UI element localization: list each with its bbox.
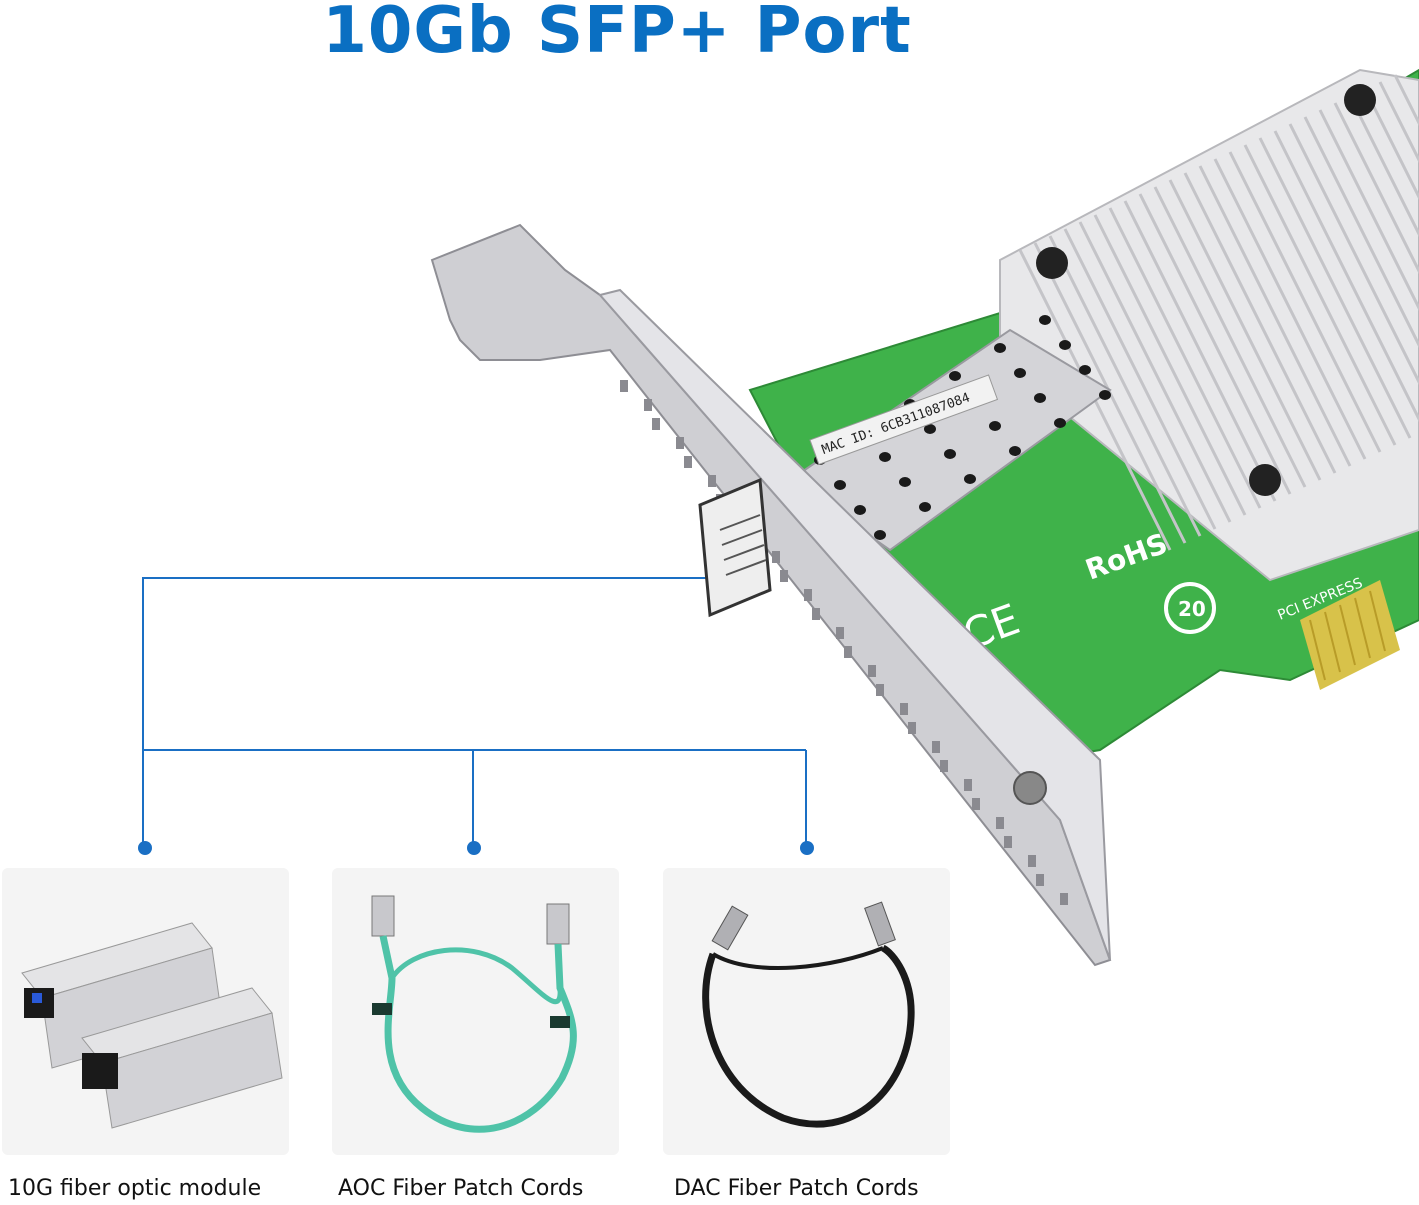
bracket-screw xyxy=(1013,771,1047,805)
heatsink-screw xyxy=(1344,84,1376,116)
bracket-vent xyxy=(844,646,852,658)
cage-vent xyxy=(1039,315,1051,325)
aoc-cable-icon xyxy=(371,895,577,1133)
bracket-vent xyxy=(940,760,948,772)
bracket-vent xyxy=(804,589,812,601)
option-panel-module xyxy=(2,868,289,1155)
heatsink-fin xyxy=(1378,81,1419,164)
env-mark xyxy=(1164,582,1216,634)
bracket-vent xyxy=(972,798,980,810)
sfp-module-icon xyxy=(21,922,283,1129)
cage-vent xyxy=(1099,390,1111,400)
heatsink-fin xyxy=(1363,88,1419,201)
heatsink-fin xyxy=(1138,193,1292,495)
heatsink-fin xyxy=(1273,130,1419,423)
bracket-vent xyxy=(932,741,940,753)
heatsink-fin xyxy=(1123,200,1277,502)
heatsink-fin xyxy=(1048,235,1202,537)
bracket-vent xyxy=(780,570,788,582)
bracket-vent xyxy=(620,380,628,392)
cage-vent xyxy=(879,452,891,462)
cage-vent xyxy=(944,449,956,459)
heatsink-fin xyxy=(1228,151,1382,453)
bracket-vent xyxy=(772,551,780,563)
cage-vent xyxy=(1009,446,1021,456)
heatsink-fin xyxy=(1168,179,1322,481)
sfp-port xyxy=(698,477,772,618)
cage-vent xyxy=(994,343,1006,353)
heatsink-fin xyxy=(1213,158,1367,460)
heatsink-fin xyxy=(1198,165,1352,467)
bracket-vent xyxy=(908,722,916,734)
connector-dot-module xyxy=(138,841,152,855)
heatsink-fin xyxy=(1063,228,1217,530)
heatsink-fin xyxy=(1108,207,1262,509)
bracket-vent xyxy=(964,779,972,791)
env-mark-text: 20 xyxy=(1178,597,1206,621)
bracket-vent xyxy=(684,456,692,468)
bracket-vent xyxy=(1060,893,1068,905)
bracket-vent xyxy=(836,627,844,639)
page-title: 10Gb SFP+ Port xyxy=(322,0,912,68)
bracket-vent xyxy=(644,399,652,411)
connector-dot-dac xyxy=(800,841,814,855)
bracket-vent xyxy=(708,475,716,487)
network-card-illustration: MAC ID: 6CB311087084 RoHS CE PCI EXPRESS… xyxy=(430,68,1419,967)
cage-vent xyxy=(1079,365,1091,375)
caption-dac: DAC Fiber Patch Cords xyxy=(674,1176,919,1201)
dac-cable-icon xyxy=(702,901,915,1128)
bracket-vent xyxy=(1004,836,1012,848)
heatsink-fin xyxy=(1243,144,1397,446)
cage-vent xyxy=(989,421,1001,431)
heatsink-fin xyxy=(1288,123,1419,386)
option-panel-aoc xyxy=(332,868,619,1155)
cage-vent xyxy=(1059,340,1071,350)
heatsink-fin xyxy=(1348,95,1419,238)
cage-vent xyxy=(874,530,886,540)
cage-vent xyxy=(854,505,866,515)
bracket-vent xyxy=(876,684,884,696)
pci-bracket xyxy=(430,223,1112,967)
heatsink-fin xyxy=(1153,186,1307,488)
cage-vent xyxy=(949,371,961,381)
cage-vent xyxy=(1034,393,1046,403)
bracket-vent xyxy=(652,418,660,430)
cage-vent xyxy=(964,474,976,484)
heatsink-fin xyxy=(1078,221,1232,523)
cage-vent xyxy=(1054,418,1066,428)
heatsink-fin xyxy=(1318,109,1419,312)
bracket-vent xyxy=(676,437,684,449)
bracket-vent xyxy=(1036,874,1044,886)
option-panel-dac xyxy=(663,868,950,1155)
heatsink-fin xyxy=(1093,214,1247,516)
heatsink-fin xyxy=(1258,137,1412,439)
cage-vent xyxy=(919,502,931,512)
caption-aoc: AOC Fiber Patch Cords xyxy=(338,1176,584,1201)
heatsink-fin xyxy=(1333,102,1419,275)
cage-vent xyxy=(1014,368,1026,378)
heatsink-fin xyxy=(1183,172,1337,474)
bracket-vent xyxy=(900,703,908,715)
mac-label xyxy=(809,374,999,466)
bracket-vent xyxy=(996,817,1004,829)
caption-module: 10G fiber optic module xyxy=(8,1176,262,1201)
connector-dot-aoc xyxy=(467,841,481,855)
cage-vent xyxy=(834,480,846,490)
bracket-vent xyxy=(868,665,876,677)
heatsink-fin xyxy=(1303,116,1419,349)
bracket-face xyxy=(598,288,1111,961)
heatsink-screw xyxy=(1036,247,1068,279)
heatsink-screw xyxy=(1249,464,1281,496)
bracket-vent xyxy=(1028,855,1036,867)
cage-vent xyxy=(924,424,936,434)
bracket-vent xyxy=(812,608,820,620)
cage-vent xyxy=(899,477,911,487)
